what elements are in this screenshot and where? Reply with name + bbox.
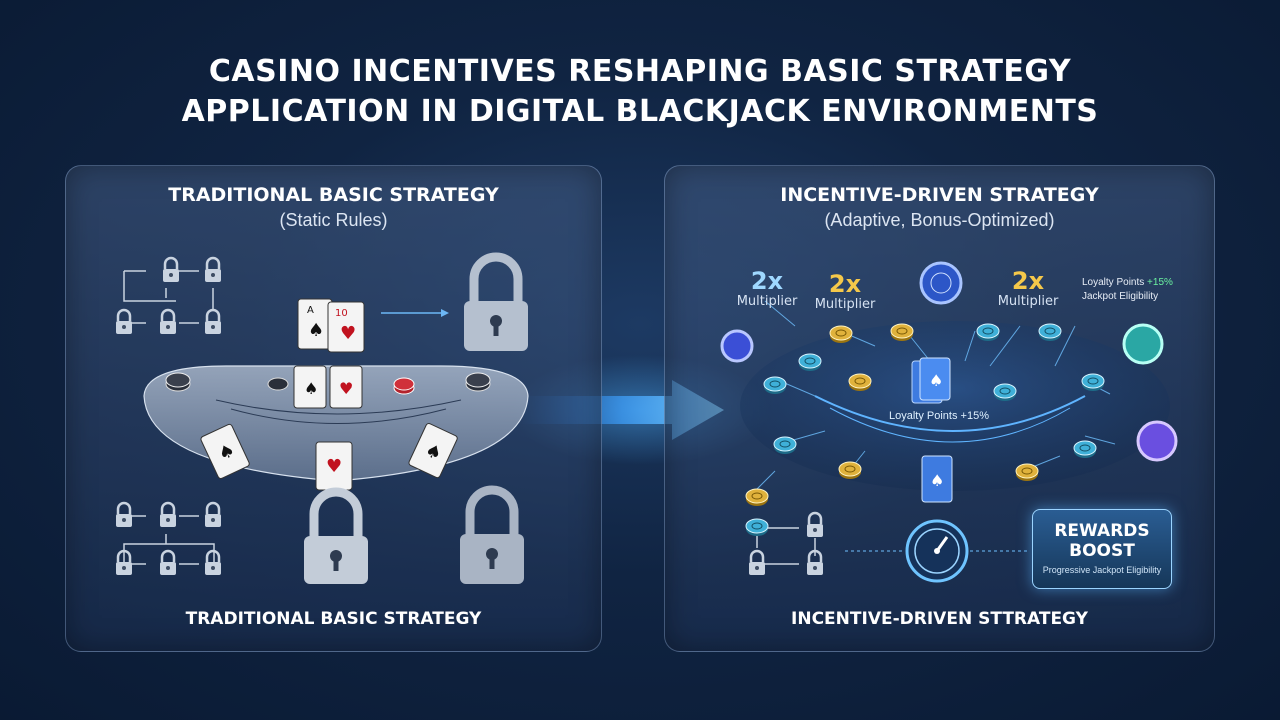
casino-chip-icon xyxy=(976,323,1000,342)
casino-chip-icon xyxy=(763,376,787,395)
svg-text:♥: ♥ xyxy=(326,456,342,477)
table-loyalty-label: Loyalty Points +15% xyxy=(889,410,989,422)
page-title: CASINO INCENTIVES RESHAPING BASIC STRATE… xyxy=(0,52,1280,132)
casino-chip-icon xyxy=(993,383,1017,402)
lock-icon xyxy=(460,485,524,584)
casino-chip-icon xyxy=(1122,323,1164,365)
playing-card-icon: ♠ xyxy=(293,365,327,409)
casino-chip-icon xyxy=(1136,420,1178,462)
incentive-diagram: ♠ ♠ xyxy=(720,261,1178,583)
panel-title: TRADITIONAL BASIC STRATEGY xyxy=(168,184,499,206)
lock-icon xyxy=(161,256,181,284)
playing-card-icon: 10 ♥ xyxy=(327,301,365,353)
title-line-2: APPLICATION IN DIGITAL BLACKJACK ENVIRON… xyxy=(181,94,1099,129)
playing-card-icon: A ♠ xyxy=(297,298,333,350)
casino-chip-icon xyxy=(1015,463,1039,482)
speedometer-icon xyxy=(905,519,969,583)
lock-icon xyxy=(304,487,368,584)
panel-subtitle: (Static Rules) xyxy=(279,210,388,230)
casino-chip-icon xyxy=(773,436,797,455)
panel-title: INCENTIVE-DRIVEN STRATEGY xyxy=(780,184,1099,206)
casino-chip-icon xyxy=(838,461,862,480)
svg-text:♥: ♥ xyxy=(339,379,353,398)
lock-icon xyxy=(158,501,178,529)
panel-footer: TRADITIONAL BASIC STRATEGY xyxy=(185,609,482,629)
svg-text:♠: ♠ xyxy=(929,371,943,390)
casino-chip-icon xyxy=(465,372,491,392)
casino-chip-icon xyxy=(1038,323,1062,342)
multiplier-badge: 2x Multiplier xyxy=(736,267,798,309)
lock-icon xyxy=(158,308,178,336)
casino-chip-icon xyxy=(165,372,191,392)
casino-chip-icon xyxy=(829,325,853,344)
multiplier-badge: 2x Multiplier xyxy=(997,267,1059,309)
lock-icon xyxy=(203,549,223,577)
casino-chip-icon xyxy=(267,377,289,391)
traditional-diagram: A ♠ 10 ♥ ♠ ♥ ♠ ♥ ♠ xyxy=(114,252,529,584)
panel-footer: INCENTIVE-DRIVEN STTRATEGY xyxy=(791,609,1088,629)
casino-chip-icon xyxy=(798,353,822,372)
svg-text:♥: ♥ xyxy=(340,323,356,344)
multiplier-badge: 2x Multiplier xyxy=(814,270,876,312)
lock-icon xyxy=(805,511,825,539)
casino-chip-icon xyxy=(1081,373,1105,392)
playing-card-icon: ♠ xyxy=(408,423,458,479)
casino-chip-icon xyxy=(848,373,872,392)
casino-chip-icon xyxy=(720,329,754,363)
playing-card-icon: ♠ xyxy=(911,357,951,404)
svg-text:10: 10 xyxy=(335,308,348,319)
lock-icon xyxy=(203,256,223,284)
casino-chip-icon xyxy=(745,518,769,537)
playing-card-icon: ♠ xyxy=(921,455,953,503)
casino-chip-icon xyxy=(745,488,769,507)
panel-subtitle: (Adaptive, Bonus-Optimized) xyxy=(824,210,1055,230)
playing-card-icon: ♠ xyxy=(200,423,250,479)
playing-card-icon: ♥ xyxy=(315,441,353,491)
svg-text:♠: ♠ xyxy=(308,320,324,341)
lock-icon xyxy=(114,501,134,529)
casino-chip-icon xyxy=(1073,440,1097,459)
playing-card-icon: ♥ xyxy=(329,365,363,409)
lock-icon xyxy=(464,252,528,351)
svg-text:♠: ♠ xyxy=(304,379,318,398)
svg-text:♠: ♠ xyxy=(422,439,446,465)
title-line-1: CASINO INCENTIVES RESHAPING BASIC STRATE… xyxy=(208,54,1072,89)
rewards-boost-badge: REWARDS BOOST Progressive Jackpot Eligib… xyxy=(1032,509,1172,589)
lock-icon xyxy=(114,308,134,336)
casino-chip-icon xyxy=(919,261,963,305)
svg-text:♠: ♠ xyxy=(930,471,944,490)
traditional-strategy-panel: TRADITIONAL BASIC STRATEGY (Static Rules… xyxy=(65,165,602,652)
casino-chip-icon xyxy=(890,323,914,342)
loyalty-info: Loyalty Points +15% Jackpot Eligibility xyxy=(1082,277,1173,302)
lock-icon xyxy=(203,501,223,529)
lock-icon xyxy=(158,549,178,577)
svg-text:♠: ♠ xyxy=(215,439,239,465)
casino-chip-icon xyxy=(393,377,415,395)
lock-icon xyxy=(203,308,223,336)
svg-text:A: A xyxy=(307,305,314,316)
lock-icon xyxy=(747,549,767,577)
